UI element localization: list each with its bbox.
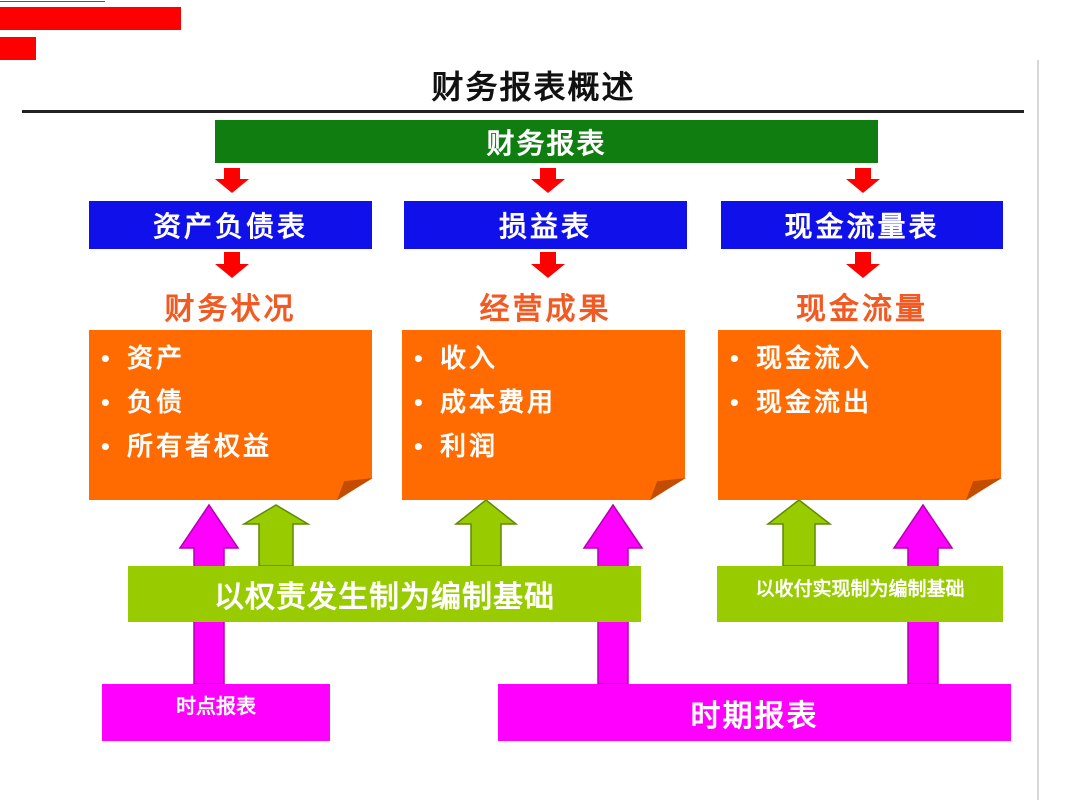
bullet: • xyxy=(412,347,428,371)
item-label: 现金流出 xyxy=(756,388,873,418)
item-label: 利润 xyxy=(440,432,499,462)
period-report-box: 时期报表 xyxy=(498,684,1011,741)
bullet: • xyxy=(728,391,744,415)
bullet: • xyxy=(412,435,428,459)
card-financial-position: • 资产 • 负债 • 所有者权益 xyxy=(89,330,372,500)
accrual-basis-band: 以权责发生制为编制基础 xyxy=(128,566,641,622)
category-cash-flow: 现金流量 xyxy=(796,292,928,327)
list-item: • 现金流出 xyxy=(728,388,1001,432)
card-operating-results: • 收入 • 成本费用 • 利润 xyxy=(402,330,685,500)
item-label: 所有者权益 xyxy=(127,432,273,462)
red-arrow-3 xyxy=(846,168,880,193)
category-financial-position: 财务状况 xyxy=(164,292,297,327)
category-operating-results: 经营成果 xyxy=(479,292,612,327)
list-item: • 利润 xyxy=(412,432,685,476)
red-arrow-4 xyxy=(215,252,249,278)
top-left-line xyxy=(0,1,105,2)
red-header-block xyxy=(0,37,36,60)
slide-edge xyxy=(1037,60,1039,800)
bullet: • xyxy=(728,347,744,371)
cash-basis-band: 以收付实现制为编制基础 xyxy=(717,566,1003,622)
cash-flow-statement-box: 现金流量表 xyxy=(721,201,1003,249)
list-item: • 现金流入 xyxy=(728,344,1001,388)
item-label: 现金流入 xyxy=(756,344,873,374)
red-arrow-6 xyxy=(846,252,880,278)
list-item: • 所有者权益 xyxy=(99,432,372,476)
financial-statements-header: 财务报表 xyxy=(215,120,878,163)
balance-sheet-box: 资产负债表 xyxy=(89,201,372,249)
item-label: 负债 xyxy=(127,388,186,418)
list-item: • 负债 xyxy=(99,388,372,432)
list-item: • 收入 xyxy=(412,344,685,388)
list-item: • 成本费用 xyxy=(412,388,685,432)
point-in-time-report-box: 时点报表 xyxy=(102,684,330,741)
green-arrow-3 xyxy=(765,499,833,567)
bullet: • xyxy=(99,347,115,371)
green-arrow-2 xyxy=(453,499,519,567)
card-cash-flow: • 现金流入 • 现金流出 xyxy=(718,330,1001,500)
page-title: 财务报表概述 xyxy=(431,68,636,106)
bullet: • xyxy=(412,391,428,415)
title-rule xyxy=(22,110,1024,113)
item-label: 成本费用 xyxy=(440,388,557,418)
red-arrow-2 xyxy=(531,168,565,193)
bullet: • xyxy=(99,435,115,459)
income-statement-box: 损益表 xyxy=(404,201,687,249)
red-arrow-1 xyxy=(215,168,249,193)
item-label: 收入 xyxy=(440,344,499,374)
red-arrow-5 xyxy=(531,252,565,278)
red-header-bar xyxy=(0,7,181,30)
item-label: 资产 xyxy=(127,344,186,374)
bullet: • xyxy=(99,391,115,415)
green-arrow-1 xyxy=(241,504,311,567)
list-item: • 资产 xyxy=(99,344,372,388)
